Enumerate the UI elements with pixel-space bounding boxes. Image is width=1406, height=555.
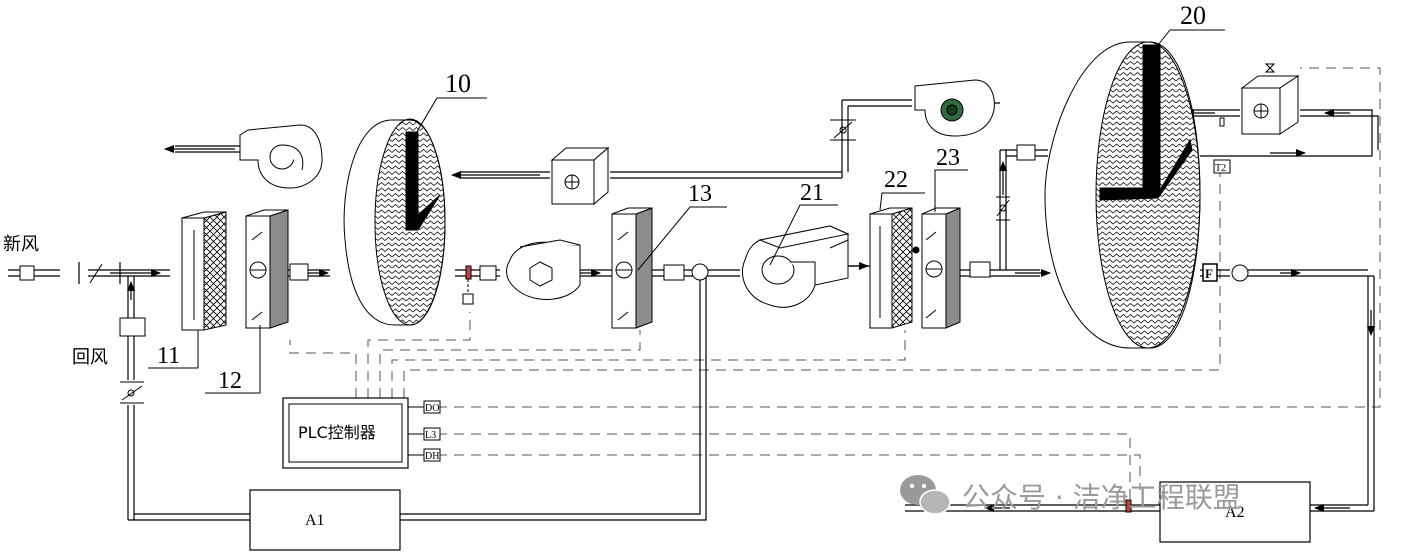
coil-23 xyxy=(912,207,961,329)
flow-arrows xyxy=(110,99,1375,512)
wechat-icon xyxy=(900,475,951,515)
label-22: 22 xyxy=(884,167,908,193)
return-air-damper xyxy=(120,381,144,404)
bypass-damper xyxy=(996,196,1010,221)
fresh-air-damper xyxy=(89,263,103,284)
regen-heater xyxy=(1240,63,1300,135)
heater-unit xyxy=(550,146,610,206)
flow-sensor-label: F xyxy=(1205,266,1213,281)
a2-sensor-tip xyxy=(1125,499,1132,513)
label-23: 23 xyxy=(936,145,960,171)
regeneration-fan xyxy=(914,79,995,137)
coil-12-outlet-box xyxy=(289,263,309,281)
label-21: 21 xyxy=(800,180,824,206)
label-20: 20 xyxy=(1180,1,1206,30)
return-air-box xyxy=(119,317,146,337)
t2-sensor-tip xyxy=(1219,117,1225,127)
label-11: 11 xyxy=(157,343,180,369)
process-fan xyxy=(506,239,581,300)
svg-text:DO: DO xyxy=(425,403,439,414)
watermark: 公众号 · 洁净工程联盟 xyxy=(900,475,1241,515)
plc-controller-label: PLC控制器 xyxy=(298,423,376,442)
watermark-text: 公众号 · 洁净工程联盟 xyxy=(962,481,1241,514)
outlet-valve-20 xyxy=(1231,264,1249,282)
supply-fan-21 xyxy=(741,225,850,308)
exhaust-damper xyxy=(830,119,856,141)
controller-a1: A1 xyxy=(249,489,401,551)
svg-text:DH: DH xyxy=(425,451,439,462)
svg-text:L3: L3 xyxy=(425,430,436,441)
exhaust-fan xyxy=(239,124,323,189)
filter-22 xyxy=(869,207,913,329)
mixing-valve-13 xyxy=(691,263,709,281)
cooling-coil-12 xyxy=(245,209,289,329)
desiccant-rotor-20 xyxy=(1044,41,1201,349)
bypass-box xyxy=(1016,144,1036,161)
rotor-10-outlet-box xyxy=(479,265,497,281)
t2-sensor-label: T2 xyxy=(1215,163,1226,174)
t2-sensor-box xyxy=(1213,159,1231,174)
label-13: 13 xyxy=(688,181,712,207)
control-wiring xyxy=(289,67,1381,510)
fresh-air-sensor-box xyxy=(19,265,35,281)
plc-tag-dh: DH xyxy=(423,448,441,462)
label-12: 12 xyxy=(218,368,242,394)
fresh-air-label: 新风 xyxy=(3,234,39,255)
cooling-coil-13 xyxy=(611,207,653,329)
coil-23-outlet-box xyxy=(969,261,991,278)
plc-tag-do: DO xyxy=(423,400,441,414)
controller-a2-label: A2 xyxy=(1225,504,1245,521)
flow-sensor xyxy=(1202,263,1218,282)
pre-filter-11 xyxy=(181,211,227,331)
return-air-label: 回风 xyxy=(72,347,108,368)
ducting xyxy=(8,99,1379,521)
controller-a1-label: A1 xyxy=(305,512,325,529)
plc-controller: PLC控制器 xyxy=(282,397,409,469)
coil-13-outlet-box xyxy=(663,264,685,281)
leader-lines xyxy=(148,29,1225,394)
humidity-sensor xyxy=(462,265,474,305)
label-10: 10 xyxy=(445,69,471,98)
desiccant-rotor-10 xyxy=(343,118,446,326)
plc-tag-l3: L3 xyxy=(423,427,441,441)
controller-a2: A2 xyxy=(1159,481,1311,543)
